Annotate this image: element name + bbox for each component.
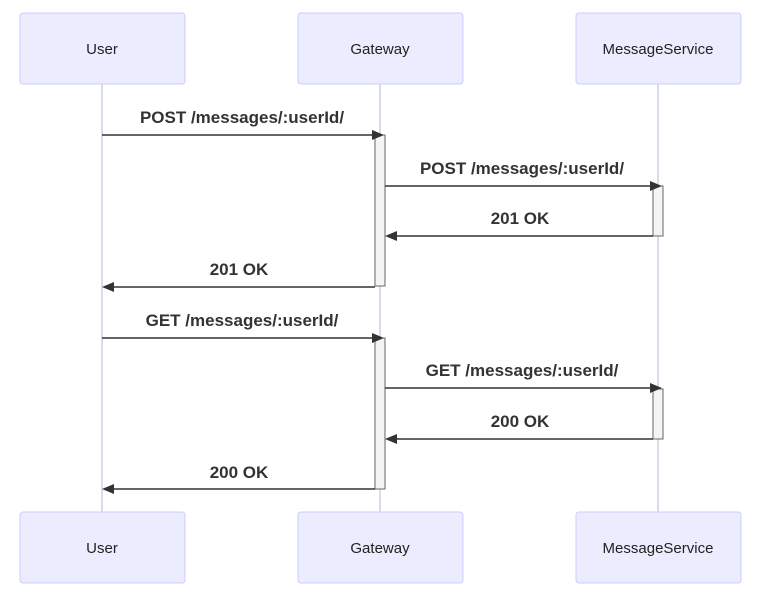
activation-messageservice-2 [652, 388, 664, 440]
message-3: 201 OK [385, 209, 653, 241]
message-label: 200 OK [210, 463, 269, 482]
arrow-right-icon [372, 130, 384, 140]
arrow-right-icon [372, 333, 384, 343]
actor-label: MessageService [603, 540, 714, 557]
actor-label: Gateway [350, 540, 410, 557]
message-4: 201 OK [102, 260, 375, 292]
actor-bottom-gateway: Gateway [297, 511, 464, 584]
message-label: 201 OK [491, 209, 550, 228]
actor-label: MessageService [603, 41, 714, 58]
arrow-right-icon [650, 383, 662, 393]
message-label: GET /messages/:userId/ [146, 311, 339, 330]
arrow-left-icon [102, 484, 114, 494]
message-1: POST /messages/:userId/ [102, 108, 384, 140]
message-7: 200 OK [385, 412, 653, 444]
message-6: GET /messages/:userId/ [385, 361, 662, 393]
message-8: 200 OK [102, 463, 375, 494]
activation-messageservice-1 [652, 185, 664, 237]
actor-top-gateway: Gateway [297, 12, 464, 85]
actor-label: User [86, 540, 118, 557]
arrow-left-icon [385, 434, 397, 444]
actor-top-user: User [19, 12, 186, 85]
actor-label: User [86, 41, 118, 58]
actor-bottom-messageservice: MessageService [575, 511, 742, 584]
message-label: 200 OK [491, 412, 550, 431]
message-label: POST /messages/:userId/ [420, 159, 624, 178]
activation-gateway-2 [374, 337, 386, 490]
message-5: GET /messages/:userId/ [102, 311, 384, 343]
actor-top-messageservice: MessageService [575, 12, 742, 85]
arrow-left-icon [385, 231, 397, 241]
message-label: 201 OK [210, 260, 269, 279]
message-label: GET /messages/:userId/ [426, 361, 619, 380]
actor-label: Gateway [350, 41, 410, 58]
actor-bottom-user: User [19, 511, 186, 584]
activation-gateway-1 [374, 134, 386, 287]
message-2: POST /messages/:userId/ [385, 159, 662, 191]
message-label: POST /messages/:userId/ [140, 108, 344, 127]
arrow-right-icon [650, 181, 662, 191]
arrow-left-icon [102, 282, 114, 292]
